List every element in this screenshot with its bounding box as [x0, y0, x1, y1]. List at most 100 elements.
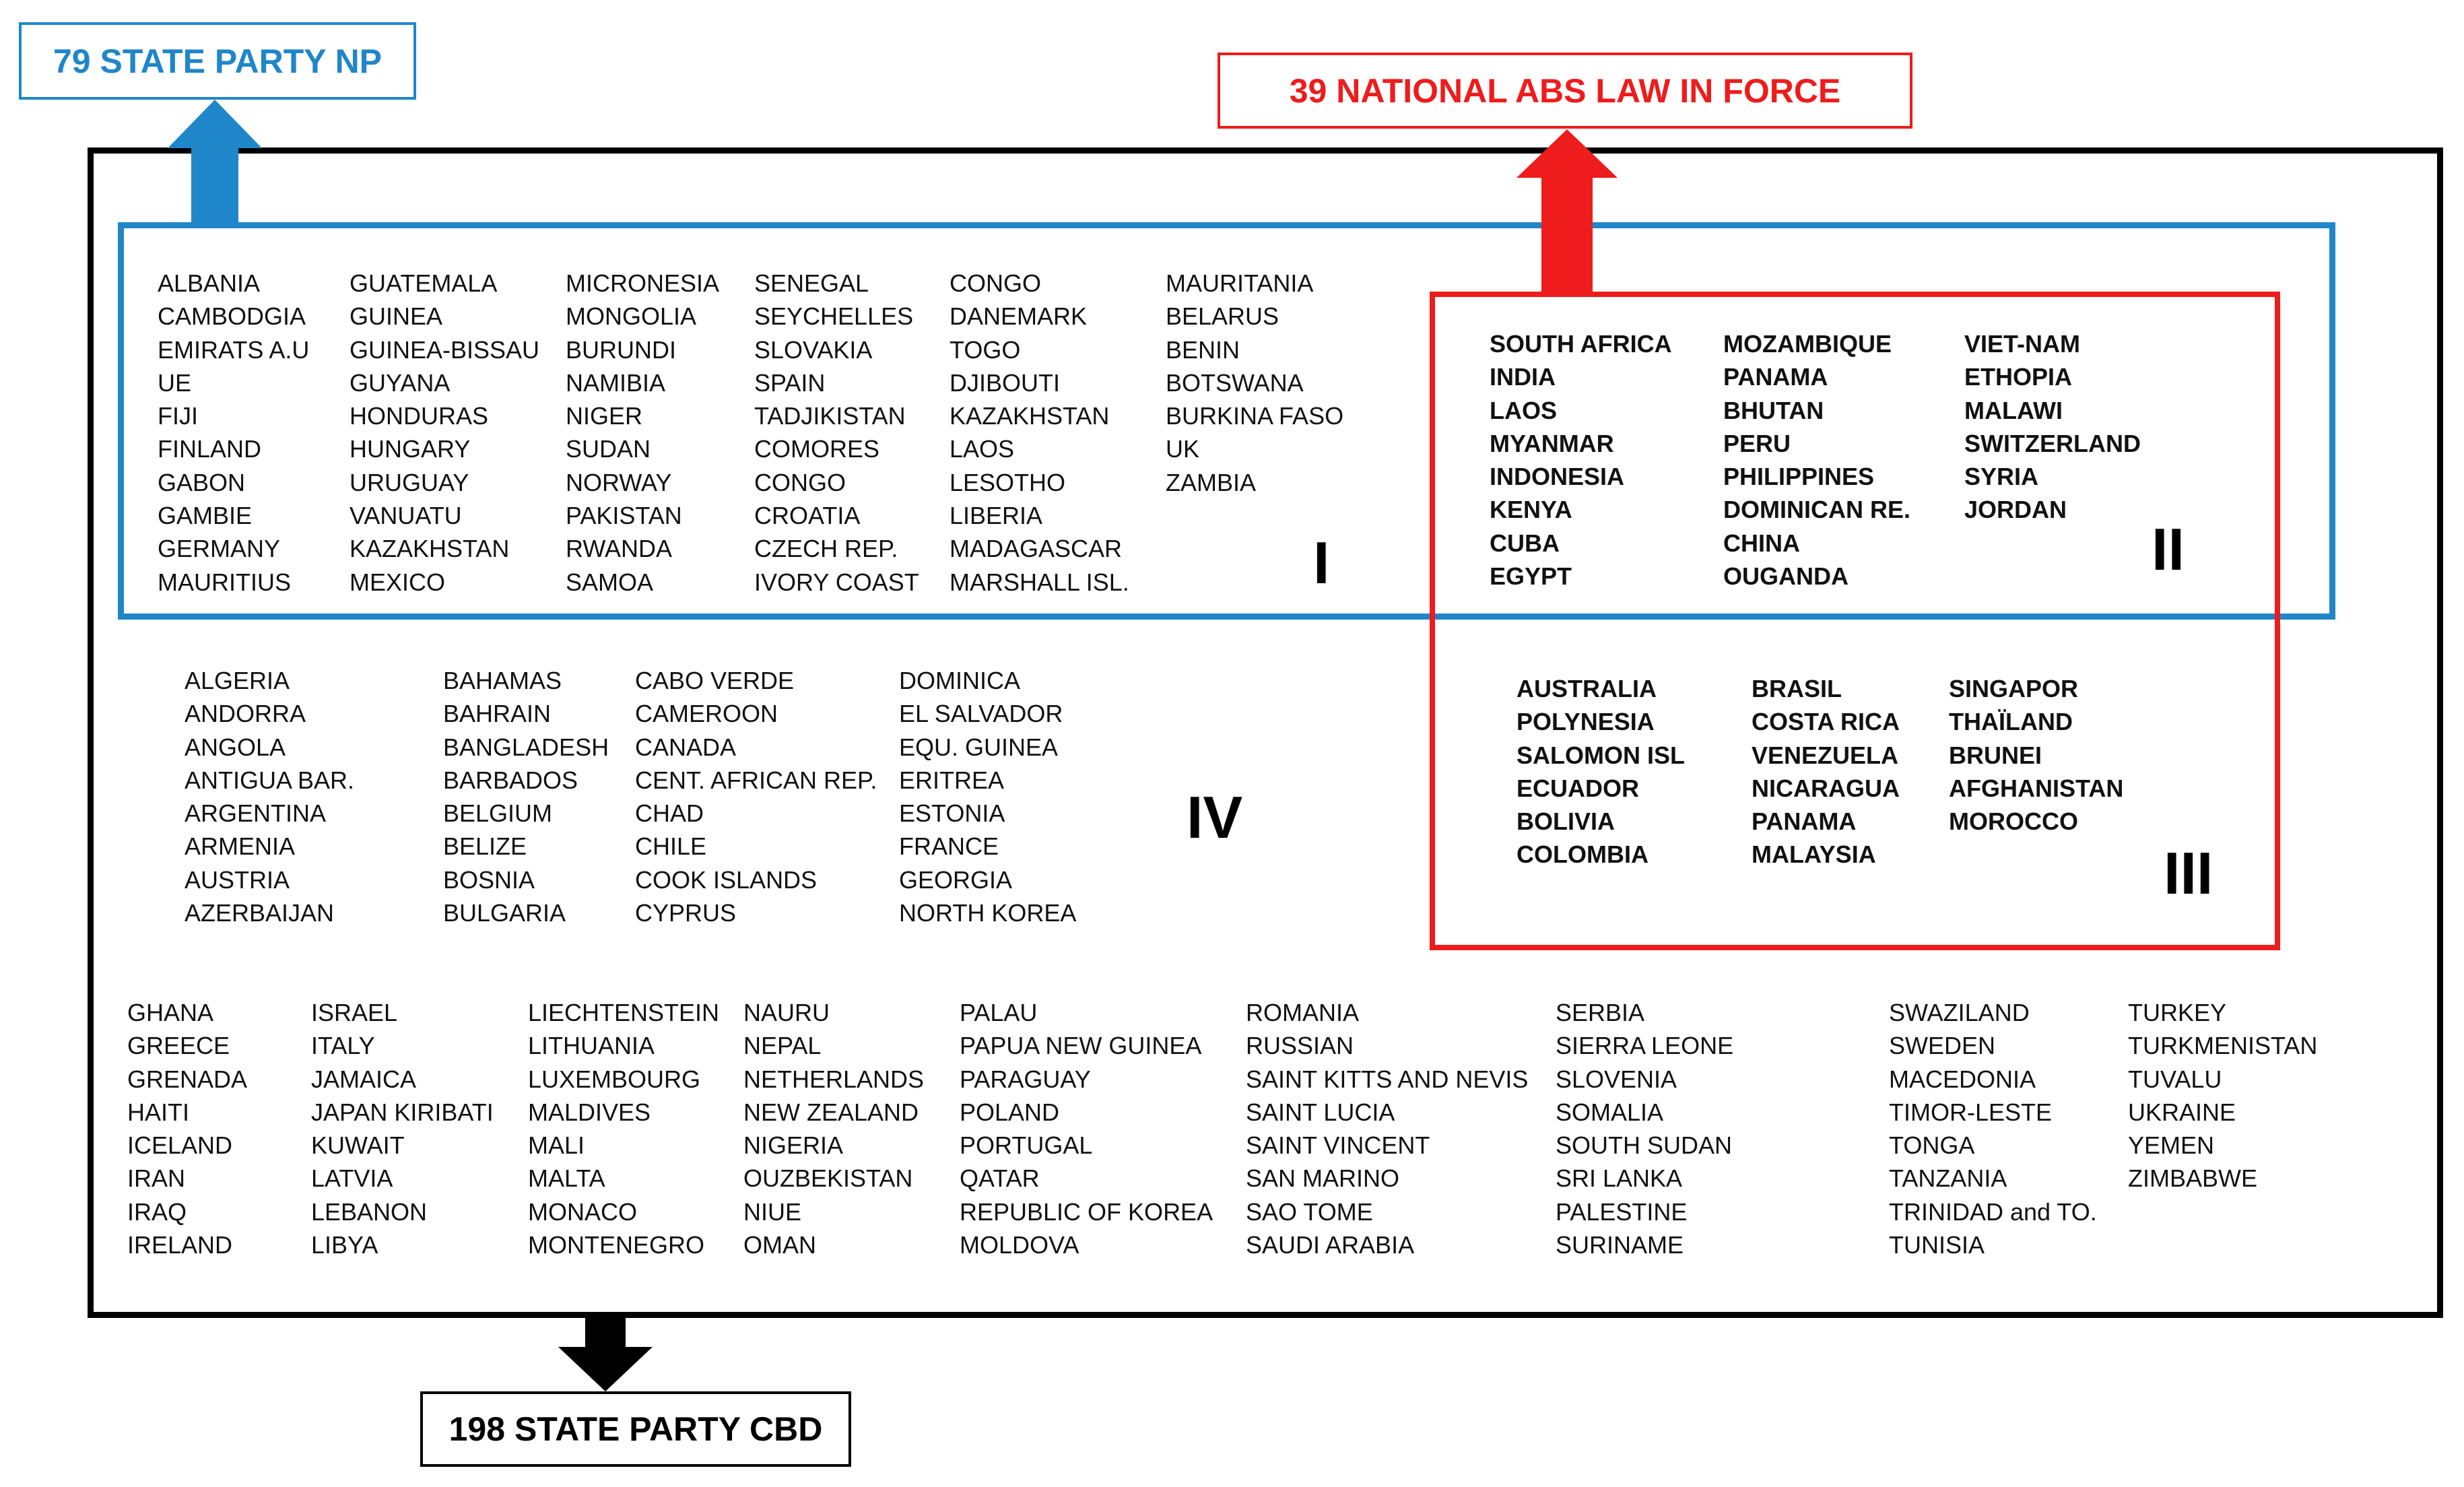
- country-item: SAINT KITTS AND NEVIS: [1246, 1065, 1529, 1093]
- country-item: ALGERIA: [185, 667, 290, 694]
- country-item: PANAMA: [1752, 807, 1857, 836]
- country-item: LIBERIA: [950, 502, 1043, 530]
- country-item: ERITREA: [899, 766, 1005, 794]
- country-item: PERU: [1723, 429, 1791, 457]
- country-item: HAITI: [127, 1098, 190, 1126]
- country-item: GUATEMALA: [349, 269, 498, 297]
- country-item: SLOVAKIA: [754, 335, 873, 364]
- country-item: CROATIA: [754, 502, 861, 530]
- country-item: LAOS: [950, 435, 1015, 463]
- country-item: MOZAMBIQUE: [1723, 330, 1892, 358]
- country-item: UKRAINE: [2128, 1098, 2236, 1126]
- country-item: BOTSWANA: [1166, 368, 1304, 397]
- country-item: BRASIL: [1752, 675, 1842, 702]
- country-item: LIECHTENSTEIN: [528, 999, 720, 1026]
- country-item: LESOTHO: [950, 468, 1066, 496]
- abs-frame: [1430, 292, 2280, 950]
- country-item: GERMANY: [158, 535, 281, 563]
- country-item: EGYPT: [1490, 562, 1572, 591]
- country-item: NEPAL: [743, 1032, 822, 1060]
- country-item: COLOMBIA: [1517, 840, 1649, 869]
- country-item: CAMEROON: [635, 700, 778, 728]
- country-item: NIGERIA: [743, 1131, 844, 1160]
- country-item: HUNGARY: [349, 435, 471, 463]
- country-item: MOLDOVA: [960, 1231, 1079, 1259]
- country-item: VENEZUELA: [1752, 741, 1899, 769]
- country-item: ICELAND: [127, 1131, 233, 1160]
- country-item: PAPUA NEW GUINEA: [960, 1032, 1202, 1060]
- country-item: TURKMENISTAN: [2128, 1032, 2318, 1060]
- country-item: GHANA: [127, 999, 214, 1026]
- country-item: NAURU: [743, 999, 830, 1026]
- country-item: ANGOLA: [185, 733, 286, 761]
- country-item: TANZANIA: [1889, 1164, 2007, 1193]
- country-item: TRINIDAD and TO.: [1889, 1197, 2097, 1226]
- country-item: COSTA RICA: [1752, 708, 1900, 736]
- country-item: CHAD: [635, 799, 704, 828]
- country-item: KENYA: [1490, 496, 1572, 524]
- country-item: SAMOA: [566, 568, 654, 596]
- country-item: SLOVENIA: [1556, 1065, 1677, 1093]
- country-item: SURINAME: [1556, 1231, 1684, 1259]
- country-item: MOROCCO: [1949, 807, 2078, 836]
- country-item: GREECE: [127, 1032, 230, 1060]
- country-item: EL SALVADOR: [899, 700, 1063, 728]
- country-item: PHILIPPINES: [1723, 463, 1875, 491]
- country-item: CABO VERDE: [635, 667, 795, 694]
- country-item: ZAMBIA: [1166, 468, 1257, 496]
- country-item: BOLIVIA: [1517, 807, 1616, 836]
- np-frame: [118, 222, 2335, 620]
- country-item: AUSTRALIA: [1517, 675, 1657, 702]
- country-item: PANAMA: [1723, 363, 1828, 391]
- country-item: CZECH REP.: [754, 535, 898, 563]
- country-item: LATVIA: [311, 1164, 393, 1193]
- country-item: RUSSIAN: [1246, 1032, 1354, 1060]
- country-item: HONDURAS: [349, 402, 489, 430]
- country-item: MADAGASCAR: [950, 535, 1123, 563]
- country-item: PALESTINE: [1556, 1197, 1688, 1226]
- cbd-frame: [88, 147, 2443, 1318]
- country-item: CUBA: [1490, 529, 1560, 557]
- country-item: ITALY: [311, 1032, 375, 1060]
- country-item: ECUADOR: [1517, 774, 1640, 802]
- country-item: PALAU: [960, 999, 1038, 1026]
- country-item: NEW ZEALAND: [743, 1098, 919, 1126]
- country-item: BURUNDI: [566, 335, 677, 364]
- country-item: EMIRATS A.U: [158, 335, 310, 364]
- country-item: NETHERLANDS: [743, 1065, 925, 1093]
- country-item: SRI LANKA: [1556, 1164, 1683, 1193]
- country-item: CHILE: [635, 832, 707, 861]
- country-item: REPUBLIC OF KOREA: [960, 1197, 1213, 1226]
- country-item: BELARUS: [1166, 302, 1279, 331]
- country-item: JORDAN: [1964, 496, 2067, 524]
- country-item: AUSTRIA: [185, 865, 290, 894]
- country-item: GUYANA: [349, 368, 451, 397]
- country-item: MICRONESIA: [566, 269, 720, 297]
- country-item: TONGA: [1889, 1131, 1975, 1160]
- country-item: MALI: [528, 1131, 585, 1160]
- country-item: MONACO: [528, 1197, 637, 1226]
- country-item: SOUTH SUDAN: [1556, 1131, 1733, 1160]
- country-item: ESTONIA: [899, 799, 1005, 828]
- country-item: OUGANDA: [1723, 562, 1849, 591]
- country-item: KUWAIT: [311, 1131, 405, 1160]
- country-item: SOUTH AFRICA: [1490, 330, 1672, 358]
- country-item: NORTH KOREA: [899, 899, 1077, 927]
- country-item: TADJIKISTAN: [754, 402, 906, 430]
- country-item: IRAQ: [127, 1197, 187, 1226]
- country-item: LEBANON: [311, 1197, 428, 1226]
- country-item: TIMOR-LESTE: [1889, 1098, 2053, 1126]
- country-item: MAURITIUS: [158, 568, 291, 596]
